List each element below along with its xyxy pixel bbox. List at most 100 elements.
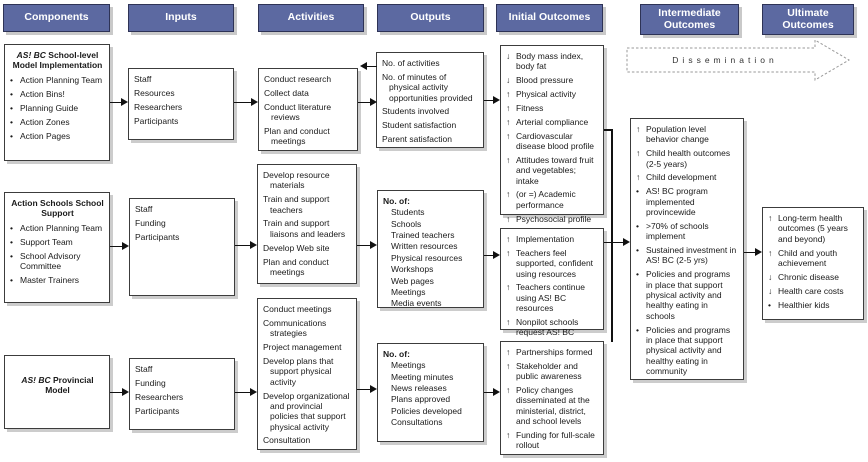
list-item: Physical resources <box>391 252 463 263</box>
list-item: Written resources <box>391 241 458 252</box>
list-item: ↑Stakeholder and public awareness <box>506 361 599 382</box>
item-text: Support Team <box>20 237 73 248</box>
item-marker: • <box>636 245 639 256</box>
dissemination-label: Dissemination <box>672 55 778 65</box>
item-marker: • <box>10 237 13 248</box>
box-components-school-level: AS! BC School-level Model Implementation… <box>4 44 110 161</box>
item-marker: ↑ <box>506 130 511 141</box>
list-item: Consultation <box>263 435 311 446</box>
header-inputs-label: Inputs <box>165 11 197 24</box>
list-item: ↑Fitness <box>506 103 599 113</box>
list-item: ↑Long-term health outcomes (5 years and … <box>768 213 859 244</box>
list-item: ↑(or =) Academic performance <box>506 189 599 210</box>
list-item: ↑ Child health outcomes (2-5 years) <box>636 148 739 169</box>
title-part: School-level Model Implementation <box>12 50 103 71</box>
item-marker: ↑ <box>506 102 511 113</box>
list-item: News releases <box>391 383 447 394</box>
list-item: •Action Pages <box>10 131 105 141</box>
list-item: ↓Body mass index, body fat <box>506 51 599 72</box>
list-item: ↑Psychosocial profile <box>506 214 599 224</box>
list-item: Plan and conduct meetings <box>264 125 330 147</box>
list-item: ↑Funding for full-scale rollout <box>506 430 599 451</box>
arrow-initial-to-intermediate <box>604 238 630 247</box>
box-items: ↑Population level behavior change↑Child … <box>636 124 739 376</box>
header-initial-outcomes: Initial Outcomes <box>496 4 603 32</box>
item-marker: • <box>10 75 13 86</box>
list-item: ↑Child development <box>636 172 739 182</box>
list-item: •Action Zones <box>10 117 105 127</box>
arrow-out3-to-init3 <box>484 388 500 397</box>
list-item: Student satisfaction <box>382 120 457 131</box>
list-item: • Sustained investment in AS! BC (2-5 yrs… <box>636 245 739 266</box>
item-text: AS! BC program implemented provincewide <box>646 186 708 218</box>
item-text: Attitudes toward fruit and vegetables; i… <box>516 154 594 186</box>
list-item: •Policies and programs in place that sup… <box>636 269 739 321</box>
box-items: ↓Body mass index, body fat↓Blood pressur… <box>506 51 599 224</box>
item-text: Arterial compliance <box>516 116 589 127</box>
arrow-act1-to-out1 <box>358 98 377 107</box>
item-marker: ↑ <box>506 247 511 258</box>
arrow-intermediate-to-ultimate <box>744 248 762 257</box>
arrow-comp2-to-inp2 <box>110 242 129 251</box>
item-marker: • <box>636 269 639 280</box>
box-items: •Action Planning Team•Action Bins!•Plann… <box>10 75 105 141</box>
item-marker: ↑ <box>506 234 511 244</box>
item-text: School Advisory Committee <box>20 251 81 272</box>
list-item: Funding <box>135 217 166 228</box>
arrow-inp3-to-act3 <box>235 388 257 397</box>
list-item: Trained teachers <box>391 230 455 241</box>
list-item: Consultations <box>391 417 443 428</box>
list-item: Develop resource materials <box>263 170 330 191</box>
box-heading: No. of: <box>383 196 410 206</box>
list-item: Policies developed <box>391 405 462 416</box>
box-items: ↑Long-term health outcomes (5 years and … <box>768 213 859 310</box>
list-item: Conduct meetings <box>263 304 332 314</box>
item-text: Action Bins! <box>20 89 65 100</box>
list-item: Staff <box>135 204 153 214</box>
list-item: Train and support teachers <box>263 194 330 215</box>
header-activities-label: Activities <box>287 11 335 24</box>
item-text: Child and youth achievement <box>778 247 838 268</box>
item-text: Blood pressure <box>516 75 574 86</box>
box-ultimate-outcomes: ↑Long-term health outcomes (5 years and … <box>762 207 864 320</box>
item-marker: • <box>10 89 13 100</box>
list-item: Resources <box>134 87 175 98</box>
box-items: ↑Partnerships formed↑Stakeholder and pub… <box>506 347 599 451</box>
item-text: Child health outcomes (2-5 years) <box>646 148 731 169</box>
list-item: Staff <box>135 364 153 374</box>
list-item: Funding <box>135 377 166 388</box>
arrow-act2-to-out2 <box>357 241 377 250</box>
list-item: Workshops <box>391 264 434 275</box>
box-intermediate-outcomes: ↑Population level behavior change↑Child … <box>630 118 744 380</box>
item-text: Action Pages <box>20 130 71 141</box>
arrow-inp1-to-act1 <box>234 98 258 107</box>
item-text: >70% of schools implement <box>646 220 709 242</box>
item-marker: ↑ <box>506 154 511 165</box>
item-marker: ↑ <box>636 148 641 159</box>
item-marker: • <box>10 275 13 286</box>
list-item: •Healthier kids <box>768 300 859 310</box>
item-text: Teachers continue using AS! BC resources <box>516 282 585 314</box>
title-part: Provincial Model <box>45 375 94 396</box>
item-text: Teachers feel supported, confident using… <box>516 247 594 279</box>
item-text: Psychosocial profile <box>516 213 592 224</box>
list-item: •Action Planning Team <box>10 75 105 85</box>
list-item: ↑Physical activity <box>506 89 599 99</box>
list-item: Students <box>391 207 425 218</box>
item-marker: • <box>10 103 13 114</box>
list-item: Staff <box>134 74 152 84</box>
list-item: Meetings <box>391 360 426 371</box>
item-text: Sustained investment in AS! BC (2-5 yrs) <box>646 245 737 266</box>
box-components-provincial-model: AS! BC Provincial Model <box>4 355 110 429</box>
item-marker: ↑ <box>768 247 773 258</box>
list-item: ↑Implementation <box>506 234 599 244</box>
header-initial-outcomes-label: Initial Outcomes <box>508 11 591 24</box>
list-item: • Support Team <box>10 237 105 247</box>
header-activities: Activities <box>258 4 364 32</box>
